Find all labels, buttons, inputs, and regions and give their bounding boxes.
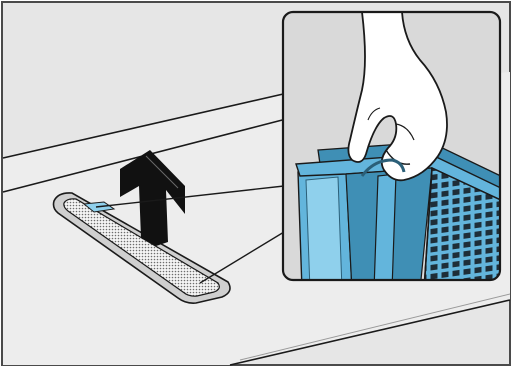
detail-inset	[283, 12, 505, 290]
filter-divider	[374, 174, 396, 290]
